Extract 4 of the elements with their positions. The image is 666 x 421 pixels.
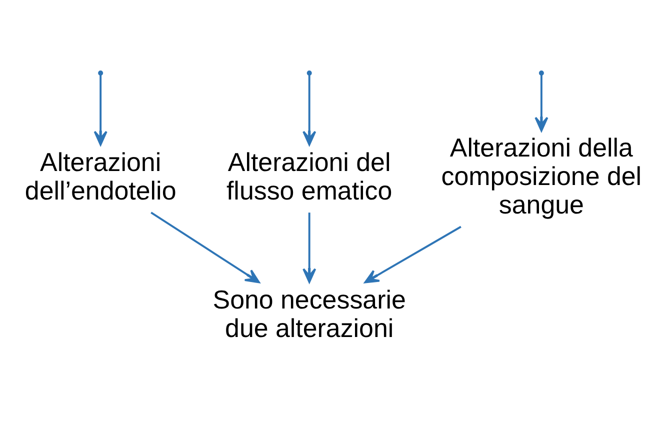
node-text: Alterazioni della composizione del sangue: [441, 134, 642, 220]
node-text: Alterazioni dell’endotelio: [24, 148, 176, 206]
node-text: Alterazioni del flusso ematico: [226, 148, 392, 206]
node-text: Sono necessarie due alterazioni: [212, 286, 406, 343]
